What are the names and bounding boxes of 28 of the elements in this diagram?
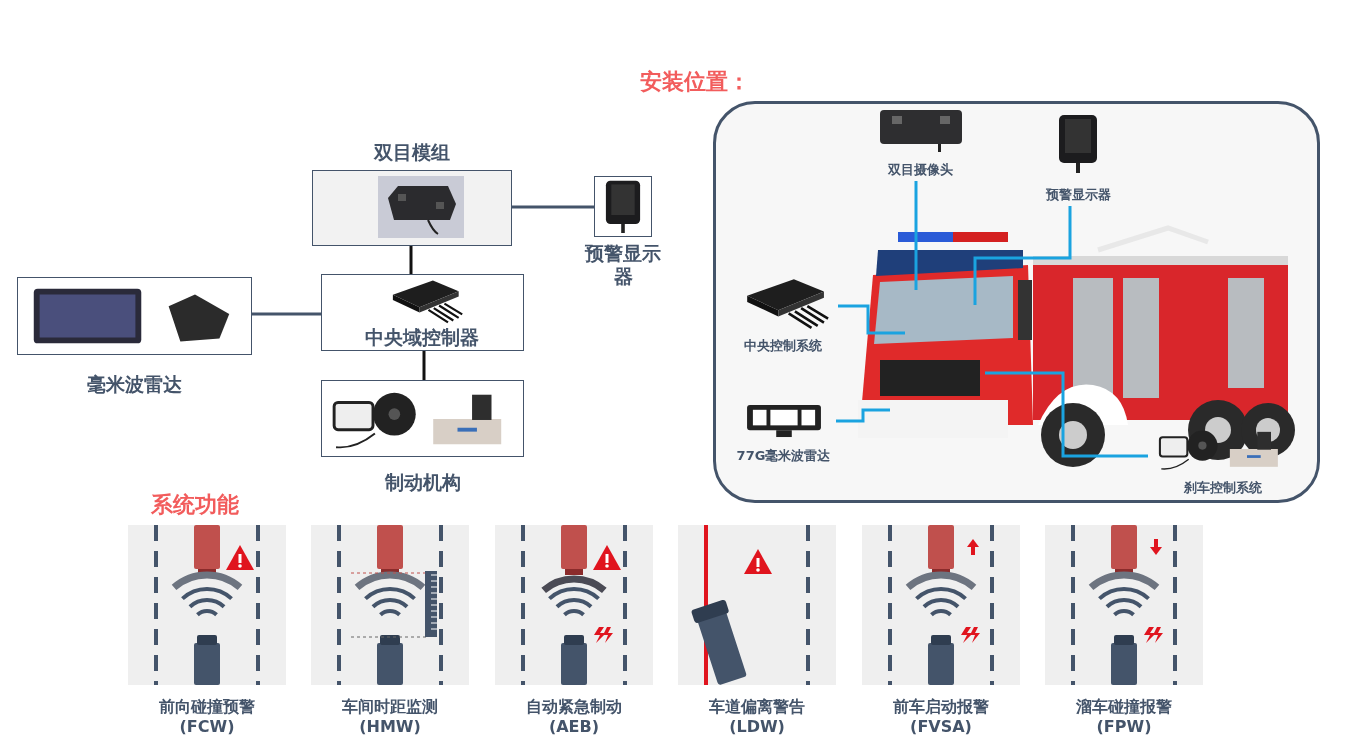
connector-line	[914, 181, 918, 290]
module-title: 双目模组	[372, 140, 451, 165]
component-caption: 预警显示器	[583, 242, 662, 288]
component-caption: 毫米波雷达	[86, 372, 183, 397]
component-label: 刹车控制系统	[1183, 479, 1263, 497]
connector-line	[836, 408, 890, 423]
component-label: 中央域控制器	[364, 325, 480, 350]
component-caption: 制动机构	[383, 470, 462, 495]
connector-line	[985, 371, 1148, 458]
component-label: 77G毫米波雷达	[735, 447, 832, 465]
function-caption: 前向碰撞预警 (FCW)	[158, 697, 256, 737]
function-caption: 自动紧急制动 (AEB)	[525, 697, 623, 737]
component-label: 预警显示器	[1044, 186, 1112, 204]
section-title: 系统功能	[150, 491, 240, 519]
connector-line	[512, 205, 594, 209]
connector-line	[838, 304, 905, 335]
connector-line	[409, 246, 413, 274]
function-caption: 车间时距监测 (HMW)	[341, 697, 439, 737]
connector-line	[973, 206, 1072, 305]
component-box	[321, 274, 524, 351]
connector-line	[252, 312, 321, 316]
function-caption: 车道偏离警告 (LDW)	[708, 697, 806, 737]
function-caption: 溜车碰撞报警 (FPW)	[1075, 697, 1173, 737]
component-label: 中央控制系统	[743, 337, 823, 355]
section-title: 安装位置：	[640, 68, 751, 96]
function-caption: 前车启动报警 (FVSA)	[892, 697, 990, 737]
component-label: 双目摄像头	[887, 161, 954, 179]
connector-line	[422, 351, 426, 380]
